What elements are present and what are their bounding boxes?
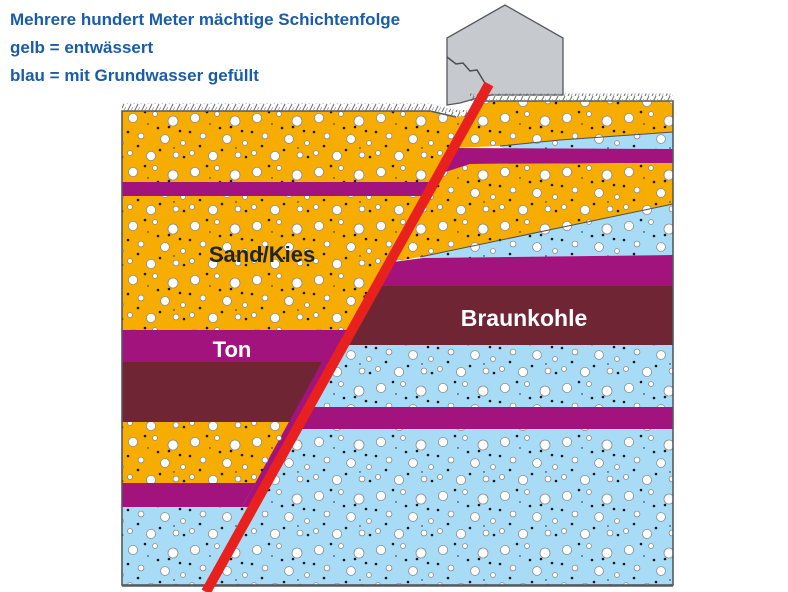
ground-surface-hatch-left [122,103,467,117]
legend-blue-meaning: blau = mit Grundwasser gefüllt [10,66,259,85]
layer-lignite-right [344,286,673,345]
layer-clay-band-lower-left [122,483,256,507]
water-table-line-lower [419,203,674,258]
layer-lignite-left [122,362,322,422]
fault-line [201,81,494,592]
legend-yellow-meaning: gelb = entwässert [10,38,154,57]
building-with-subsidence-damage [446,4,564,106]
building-crack [446,56,489,89]
figure-title-block: Mehrere hundert Meter mächtige Schichten… [10,6,400,90]
layer-clay-ton-left [122,330,353,362]
layer-clay-band-upper-right [439,148,673,174]
ground-surface-hatch-right [470,93,673,101]
figure-title: Mehrere hundert Meter mächtige Schichten… [10,10,401,29]
label-clay: Ton [213,337,252,362]
label-lignite: Braunkohle [461,305,588,331]
layer-clay-thick-right [376,255,673,286]
layer-clay-band-upper-left [122,182,435,196]
label-sand-gravel: Sand/Kies [209,242,315,267]
layer-clay-band-deep-right [297,407,673,429]
water-table-line-upper [499,131,674,147]
